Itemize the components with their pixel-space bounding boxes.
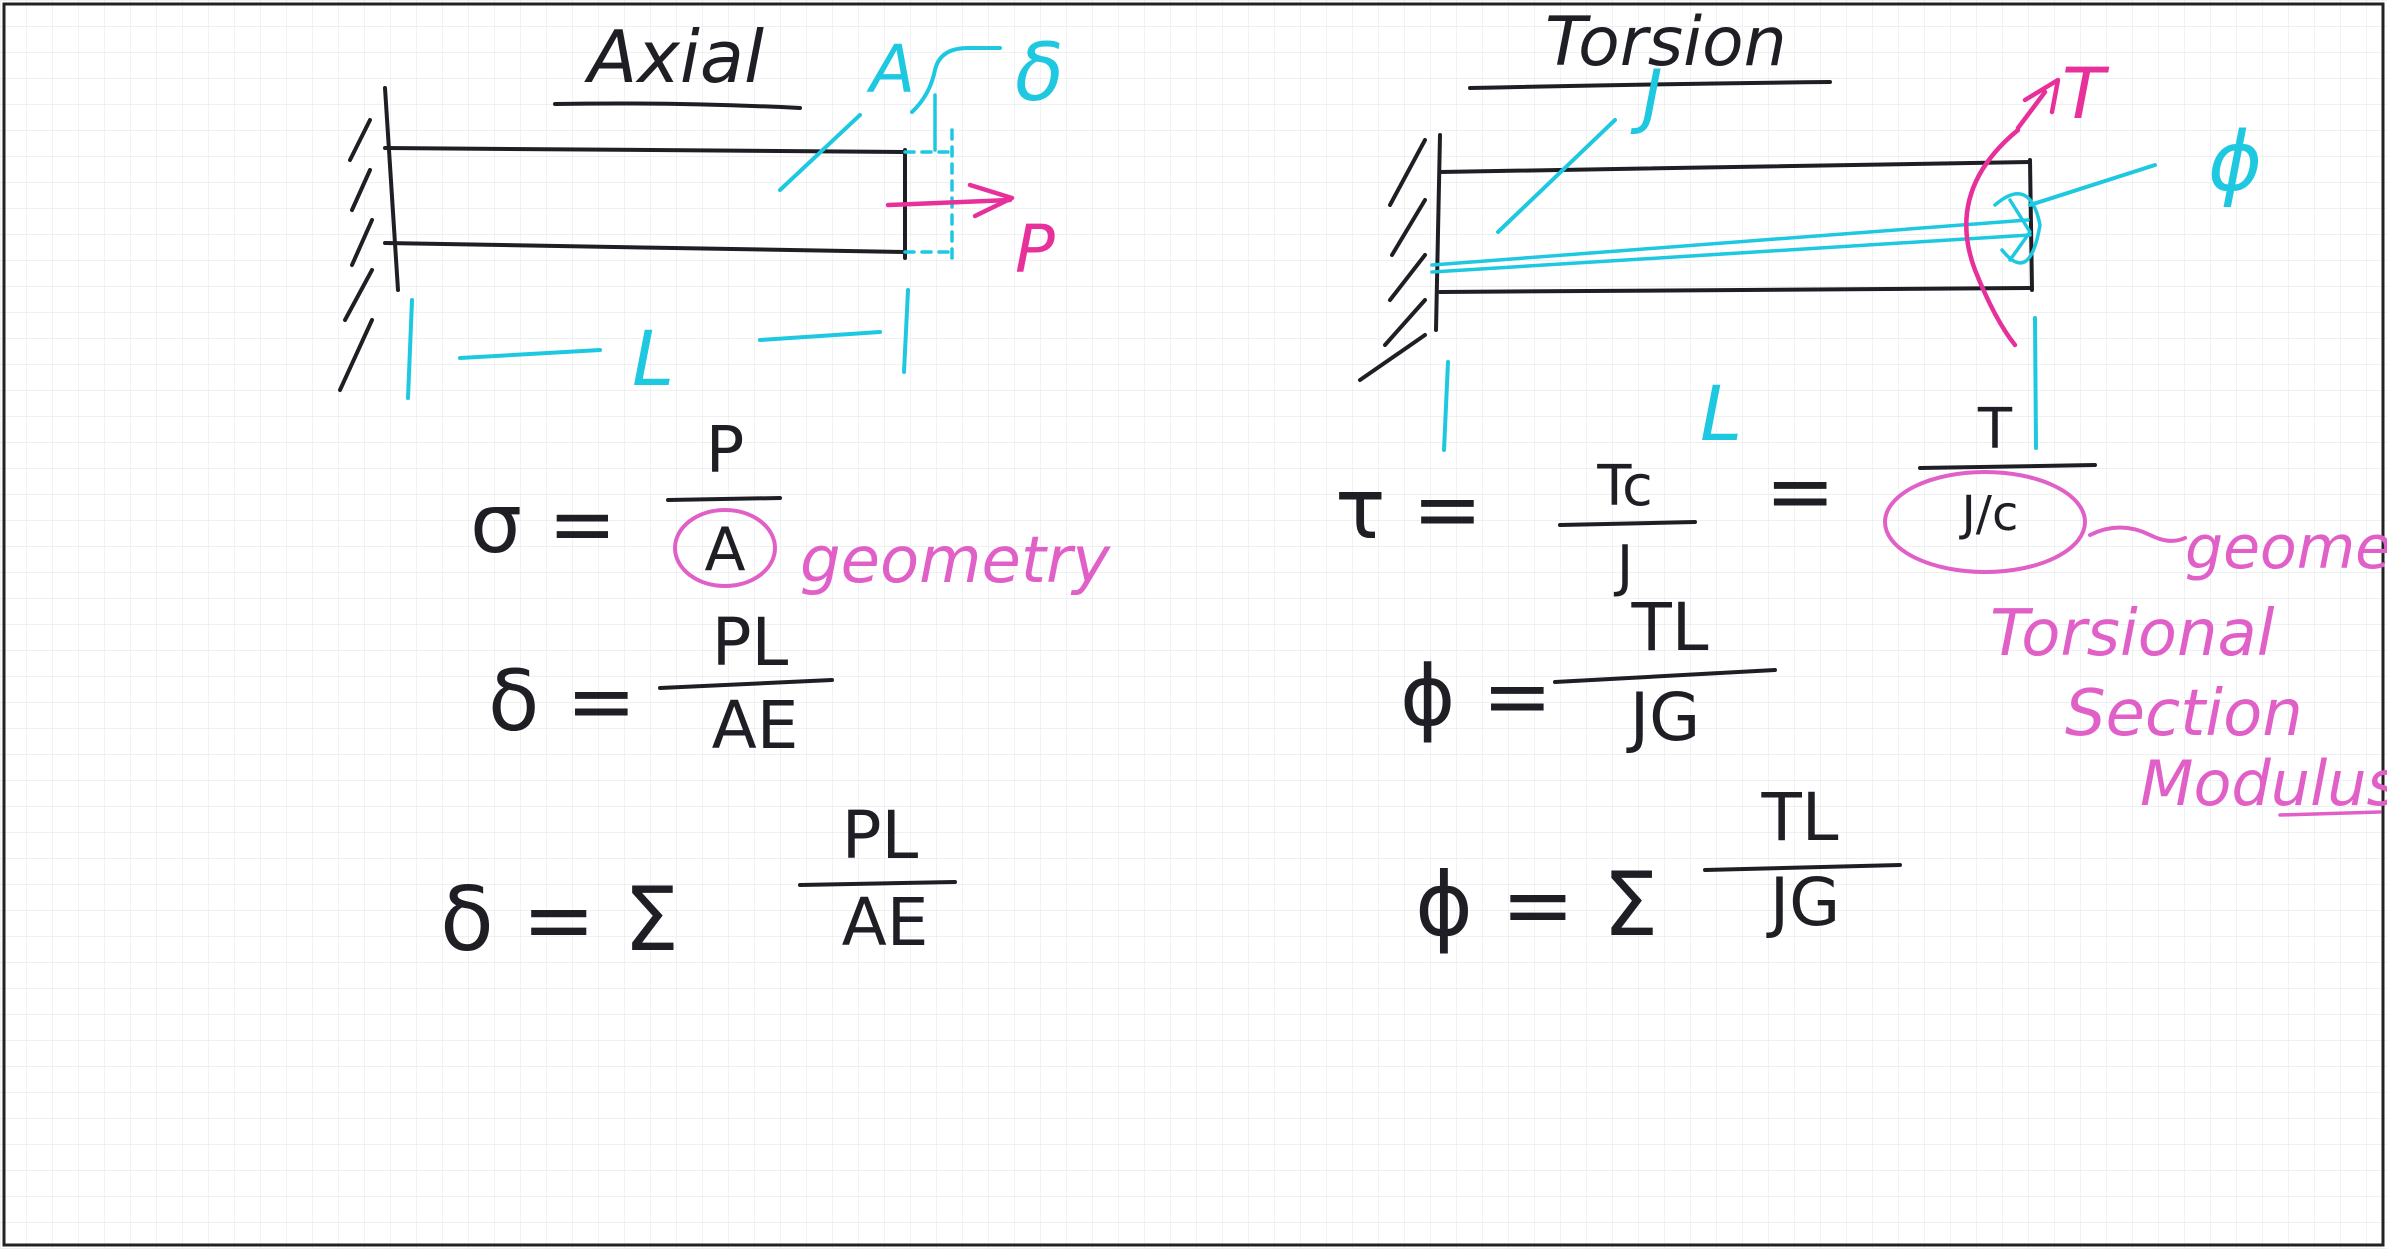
torsion-sum-equation: ϕ = Σ TL JG: [1415, 779, 1902, 956]
axial-eq1-numerator: P: [706, 414, 745, 488]
torsion-eq1-numerator: Tc: [1596, 454, 1652, 519]
modulus-note-line2: Section: [2065, 677, 2303, 751]
torsion-eq2-lhs: ϕ =: [1400, 647, 1553, 745]
axial-eq3-denominator: AE: [842, 884, 929, 961]
axial-stress-equation: σ = P A geometry: [470, 414, 1111, 598]
torsional-section-modulus-note: Torsional Section Modulus: [1990, 597, 2387, 820]
axial-label-length: L: [632, 314, 674, 403]
torsion-stress-equation: τ = Tc J = T J/c geome: [1335, 397, 2387, 599]
torsion-eq3-fraction-bar: [1703, 863, 1902, 872]
axial-eq3-fraction-bar: [798, 880, 957, 887]
torsion-eq2-denominator: JG: [1626, 679, 1701, 756]
torsion-shaft: [1438, 158, 2034, 294]
axial-eq3-numerator: PL: [842, 797, 919, 874]
axial-fixed-support: [338, 86, 400, 392]
axial-eq2-fraction-bar: [658, 678, 834, 690]
axial-deformation-equation: δ = PL AE: [488, 604, 834, 764]
axial-elongation-outline: [903, 128, 954, 260]
axial-eq2-denominator: AE: [712, 687, 799, 764]
torsion-eq2-fraction-bar: [1553, 668, 1777, 684]
axial-area-leader: [778, 113, 862, 192]
axial-eq2-numerator: PL: [712, 604, 789, 681]
torsion-eq1-denominator: J: [1614, 534, 1634, 599]
torsion-eq1-equals: =: [1765, 442, 1835, 540]
axial-eq1-denominator: A: [704, 515, 745, 585]
axial-title: Axial: [584, 15, 764, 99]
torsion-label-torque: T: [2062, 53, 2110, 135]
torsion-eq1-numerator2: T: [1977, 397, 2013, 462]
axial-title-underline: [553, 101, 802, 110]
torsion-geometry-circle: [1883, 470, 2087, 574]
torsion-length-dimension: [1442, 316, 2038, 452]
torsion-title: Torsion: [1545, 3, 1787, 82]
torsion-eq1-denominator2: J/c: [1959, 486, 2019, 542]
torsion-angle-leader: [2028, 163, 2157, 207]
axial-delta-bracket: [910, 46, 1002, 114]
torsion-eq3-denominator: JG: [1766, 864, 1841, 941]
axial-eq3-lhs: δ = Σ: [440, 868, 679, 971]
modulus-note-underline: [2278, 810, 2382, 817]
axial-label-load: P: [1015, 211, 1055, 288]
torsion-label-length: L: [1700, 369, 1742, 458]
torsion-eq3-numerator: TL: [1760, 779, 1838, 856]
axial-load-arrow: [885, 182, 1015, 219]
torsion-eq1-lhs: τ =: [1335, 460, 1483, 558]
torsion-eq1-fraction-bar: [1558, 520, 1697, 527]
axial-section: Axial A δ: [338, 15, 1111, 971]
axial-label-area: A: [866, 31, 915, 108]
torsion-eq3-lhs: ϕ = Σ: [1415, 853, 1658, 956]
torsion-geometry-note: geome: [2185, 513, 2387, 583]
torsion-angle-equation: ϕ = TL JG: [1400, 589, 1777, 756]
axial-eq1-lhs: σ =: [470, 477, 617, 572]
modulus-note-line3: Modulus: [2140, 747, 2387, 820]
axial-geometry-circle: [673, 508, 777, 588]
axial-length-dimension: [406, 288, 910, 400]
torsion-title-underline: [1468, 80, 1832, 90]
modulus-note-line1: Torsional: [1990, 597, 2275, 671]
torsion-section: Torsion J: [1335, 3, 2387, 956]
axial-eq2-lhs: δ =: [488, 652, 636, 750]
torsion-eq1-fraction-bar2: [1918, 463, 2097, 470]
axial-eq1-fraction-bar: [666, 496, 782, 502]
torsion-eq2-numerator: TL: [1630, 589, 1708, 666]
torsion-fixed-support: [1358, 133, 1442, 382]
torsion-twist-lines: [1430, 192, 2042, 274]
axial-sum-equation: δ = Σ PL AE: [440, 797, 957, 971]
axial-label-delta: δ: [1015, 26, 1064, 119]
torsion-label-angle: ϕ: [2208, 115, 2262, 210]
torsion-geometry-connector: [2088, 525, 2187, 543]
torsion-torque-arrow: [1964, 77, 2061, 348]
torsion-polar-leader: [1496, 118, 1617, 234]
axial-geometry-note: geometry: [800, 524, 1111, 598]
